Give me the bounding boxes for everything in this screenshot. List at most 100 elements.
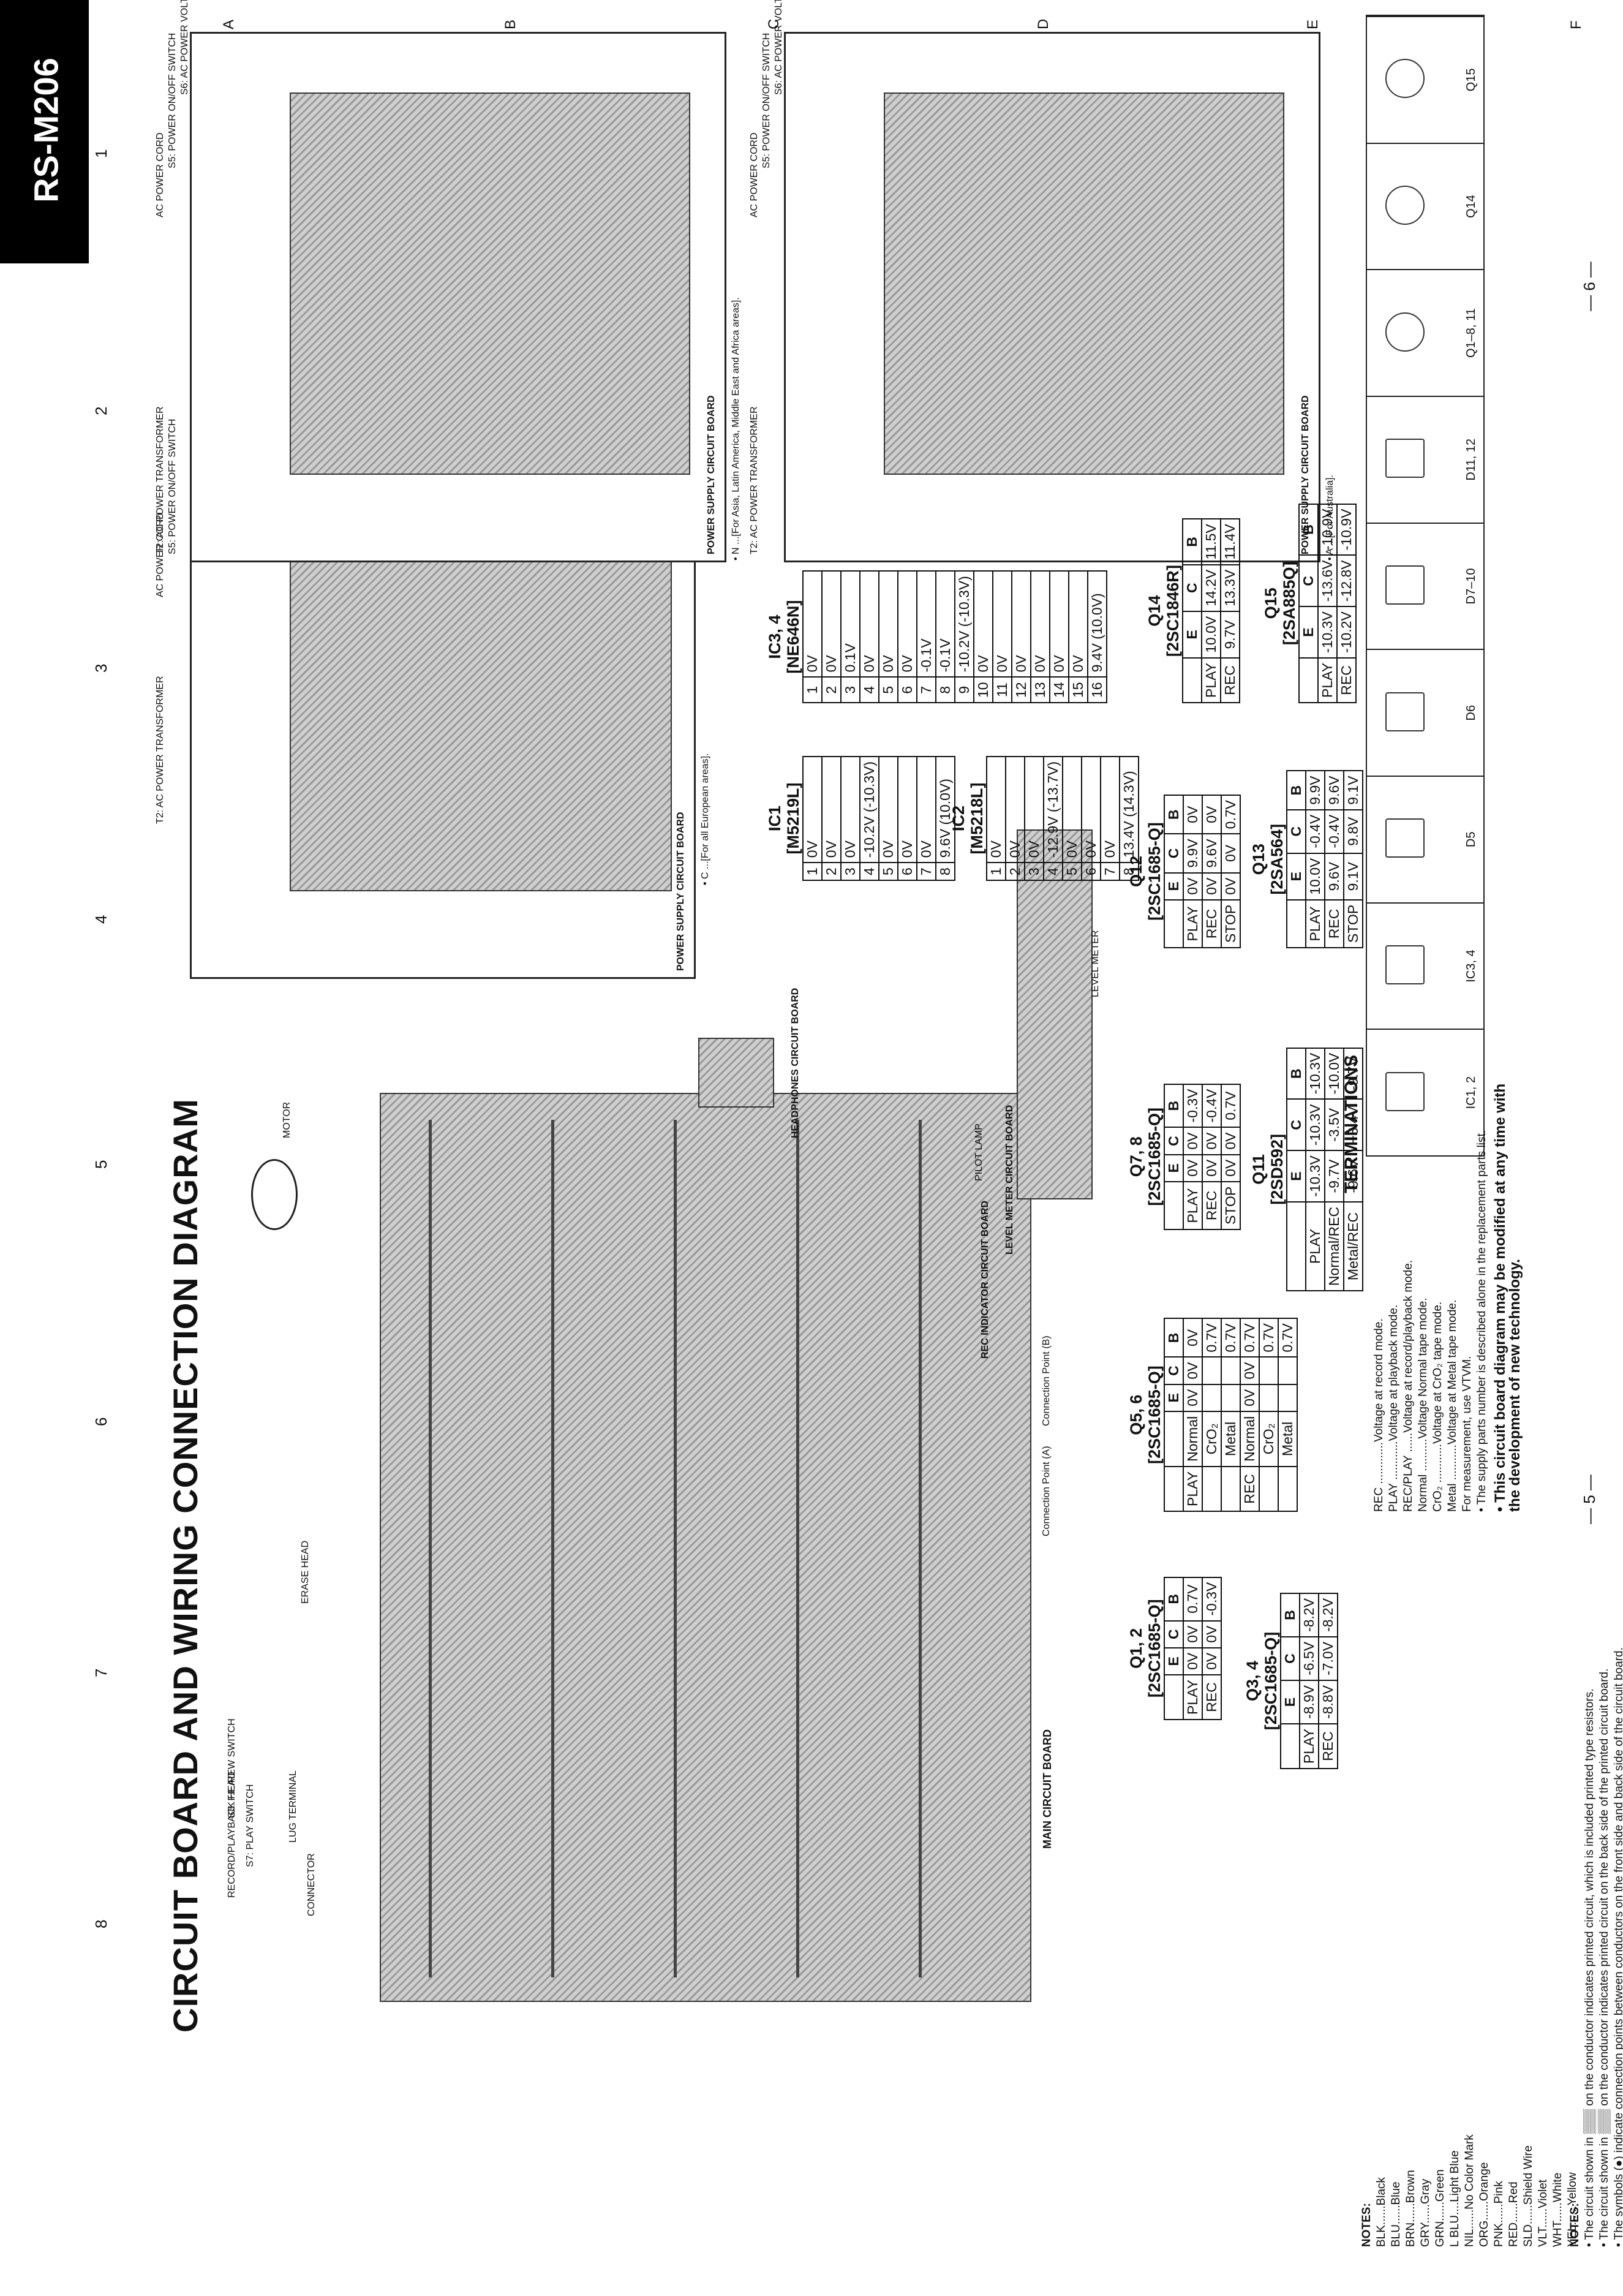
q15-part: [2SA885Q]: [1280, 561, 1298, 646]
table-cell: 3: [841, 677, 860, 703]
table-cell: 0.7V: [1221, 795, 1240, 834]
table-cell: -13.6V: [1318, 555, 1337, 607]
table-cell: 3: [1025, 863, 1044, 880]
grid-1: 1: [92, 149, 110, 158]
table-cell: REC: [1337, 657, 1356, 703]
ffrew-switch-label: S8: F.F./REW SWITCH: [227, 1718, 237, 1818]
table-cell: REC: [1221, 657, 1240, 703]
table-cell: 5: [879, 863, 898, 880]
table-cell: -0.4V: [1202, 1084, 1221, 1128]
table-cell: 2: [822, 863, 841, 880]
grid-2: 2: [92, 406, 110, 415]
component-symbol-icon: [1385, 565, 1425, 605]
note-line: • The circuit shown in ▒▒▒ on the conduc…: [1583, 1688, 1596, 2247]
table-cell: 4: [860, 863, 879, 880]
rec-indicator-board-label: REC INDICATOR CIRCUIT BOARD: [980, 1200, 990, 1359]
table-header-cell: [1164, 1411, 1183, 1467]
table-header-cell: [1183, 657, 1202, 703]
termination-cell: D6: [1367, 649, 1483, 776]
table-cell: 0V: [1183, 1154, 1202, 1182]
table-cell: 0V: [1050, 571, 1069, 678]
table-cell: Metal/REC: [1344, 1201, 1363, 1291]
table-header-cell: C: [1183, 564, 1202, 611]
table-cell: -0.4V: [1306, 809, 1325, 853]
q12-part: [2SC1685-Q]: [1145, 1599, 1164, 1698]
grid-A: A: [220, 19, 237, 29]
table-cell: 16: [1088, 677, 1107, 703]
table-cell: 14: [1050, 677, 1069, 703]
table-cell: 0.7V: [1259, 1318, 1278, 1358]
q78-title: Q7, 8: [1127, 1136, 1145, 1177]
table-cell: 0.1V: [841, 571, 860, 678]
table-cell: -8.2V: [1319, 1593, 1338, 1637]
table-header-cell: C: [1299, 555, 1318, 607]
table-row: 4-10.2V (-10.3V): [860, 756, 879, 880]
q13-title: Q13: [1249, 844, 1268, 875]
table-cell: REC: [1202, 1674, 1221, 1720]
ps-c-power-switch-label: S5: POWER ON/OFF SWITCH: [167, 418, 178, 554]
table-cell: 5: [879, 677, 898, 703]
table-cell: 9.7V: [1221, 611, 1240, 658]
note-line: PLAY ............Voltage at playback mod…: [1387, 1304, 1400, 1512]
table-cell: Metal: [1221, 1411, 1240, 1467]
table-header-cell: C: [1164, 1620, 1183, 1648]
table-cell: 0V: [898, 756, 917, 863]
table-header-cell: E: [1164, 1154, 1183, 1182]
headphones-board-label: HEADPHONES CIRCUIT BOARD: [790, 988, 800, 1138]
termination-cell: D7–10: [1367, 522, 1483, 649]
table-cell: [1278, 1466, 1297, 1511]
table-cell: 0V: [1202, 1127, 1221, 1155]
table-row: PLAY-10.3V-13.6V-10.9V: [1318, 504, 1337, 703]
ps-board-n: POWER SUPPLY CIRCUIT BOARD T2: AC POWER …: [155, 0, 741, 562]
table-header-cell: B: [1287, 771, 1306, 810]
table-header-cell: C: [1164, 1127, 1183, 1155]
table-cell: 9.6V: [1325, 771, 1344, 810]
note-n: • N ...[For Asia, Latin America, Middle …: [731, 297, 741, 561]
table-cell: PLAY: [1183, 899, 1202, 948]
table-cell: 9.1V: [1344, 771, 1363, 810]
table-cell: 8: [1120, 863, 1139, 880]
ic2-title: IC2: [949, 805, 968, 831]
table-cell: STOP: [1221, 1181, 1240, 1229]
table-cell: [1278, 1357, 1297, 1384]
grid-7: 7: [92, 1668, 110, 1677]
table-cell: 6: [898, 863, 917, 880]
table-cell: 0V: [803, 756, 822, 863]
termination-cell: D5: [1367, 775, 1483, 902]
table-cell: STOP: [1221, 899, 1240, 948]
table-header-cell: B: [1164, 1318, 1183, 1358]
table-header-cell: C: [1281, 1636, 1300, 1680]
termination-label: D11, 12: [1464, 439, 1478, 481]
table-cell: 0V: [1183, 1357, 1202, 1384]
table-row: REC-10.2V-12.8V-10.9V: [1337, 504, 1356, 703]
table-cell: 0V: [1012, 571, 1031, 678]
note-line: REC/PLAY ......Voltage at record/playbac…: [1402, 1259, 1415, 1512]
table-cell: 9.4V (10.0V): [1088, 571, 1107, 678]
note-line: GRN......Green: [1434, 2169, 1447, 2247]
